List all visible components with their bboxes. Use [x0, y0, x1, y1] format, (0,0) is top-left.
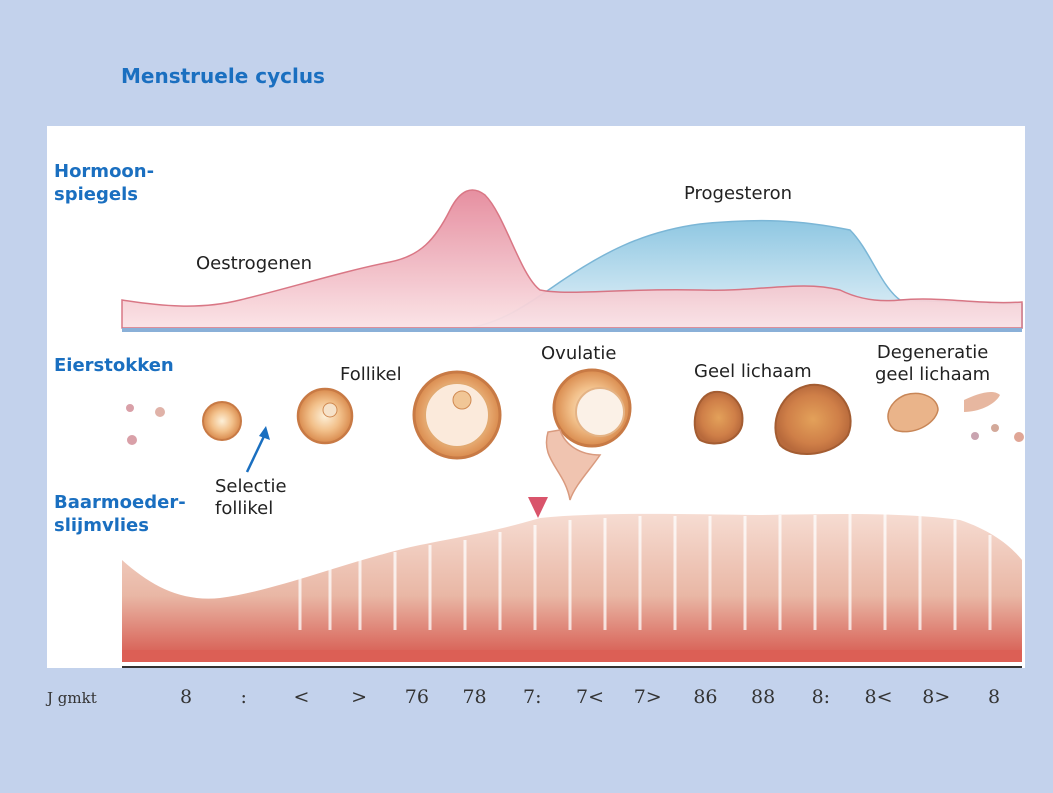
day-tick-label: 8 [180, 686, 192, 708]
day-tick-label: 8 [988, 686, 1000, 708]
small-follicle [155, 407, 165, 417]
day-tick-label: 8> [922, 686, 950, 708]
day-tick-label: 78 [462, 686, 486, 708]
degenerated-tissue [964, 392, 1000, 412]
day-tick-label: < [293, 686, 309, 708]
day-tick-label: 8< [865, 686, 893, 708]
day-tick-label: 86 [693, 686, 717, 708]
follicle-cavity [576, 388, 624, 436]
degenerating-corpus-luteum [888, 393, 938, 431]
selection-label: Selectie follikel [215, 476, 287, 520]
progesterone-label: Progesteron [684, 183, 792, 205]
corpus-luteum-label: Geel lichaam [694, 361, 812, 383]
degeneration-label: Degeneratie geel lichaam [875, 342, 990, 386]
follicle-core [323, 403, 337, 417]
small-follicle [991, 424, 999, 432]
corpus-luteum-2 [775, 385, 850, 454]
follicle-label: Follikel [340, 364, 402, 386]
endometrium-layer [122, 514, 1022, 662]
ovaries-label: Eierstokken [54, 354, 174, 377]
small-follicle [1014, 432, 1024, 442]
day-tick-label: : [241, 686, 247, 708]
endometrium-tissue [122, 514, 1022, 650]
day-tick-label: 8: [812, 686, 831, 708]
endometrium-base [122, 650, 1022, 662]
small-follicle [127, 435, 137, 445]
day-tick-label: 88 [751, 686, 775, 708]
follicle-stage-2 [298, 389, 352, 443]
day-tick-label: 7> [634, 686, 662, 708]
ovulation-arrow-icon [528, 497, 548, 518]
day-tick-label: > [351, 686, 367, 708]
small-follicle [971, 432, 979, 440]
follicle-core [453, 391, 471, 409]
estrogen-label: Oestrogenen [196, 253, 312, 275]
endometrium-label: Baarmoeder- slijmvlies [54, 491, 186, 537]
small-follicle [126, 404, 134, 412]
corpus-luteum-1 [695, 392, 743, 444]
follicle-stage-1 [203, 402, 241, 440]
selection-arrow-icon [247, 426, 270, 472]
hormone-baseline [122, 328, 1022, 332]
day-axis-label: J gmkt [47, 689, 97, 707]
day-tick-label: 7< [576, 686, 604, 708]
hormone-levels-label: Hormoon- spiegels [54, 160, 154, 206]
day-tick-label: 76 [405, 686, 429, 708]
ovulation-label: Ovulatie [541, 343, 616, 365]
day-tick-label: 7: [523, 686, 542, 708]
